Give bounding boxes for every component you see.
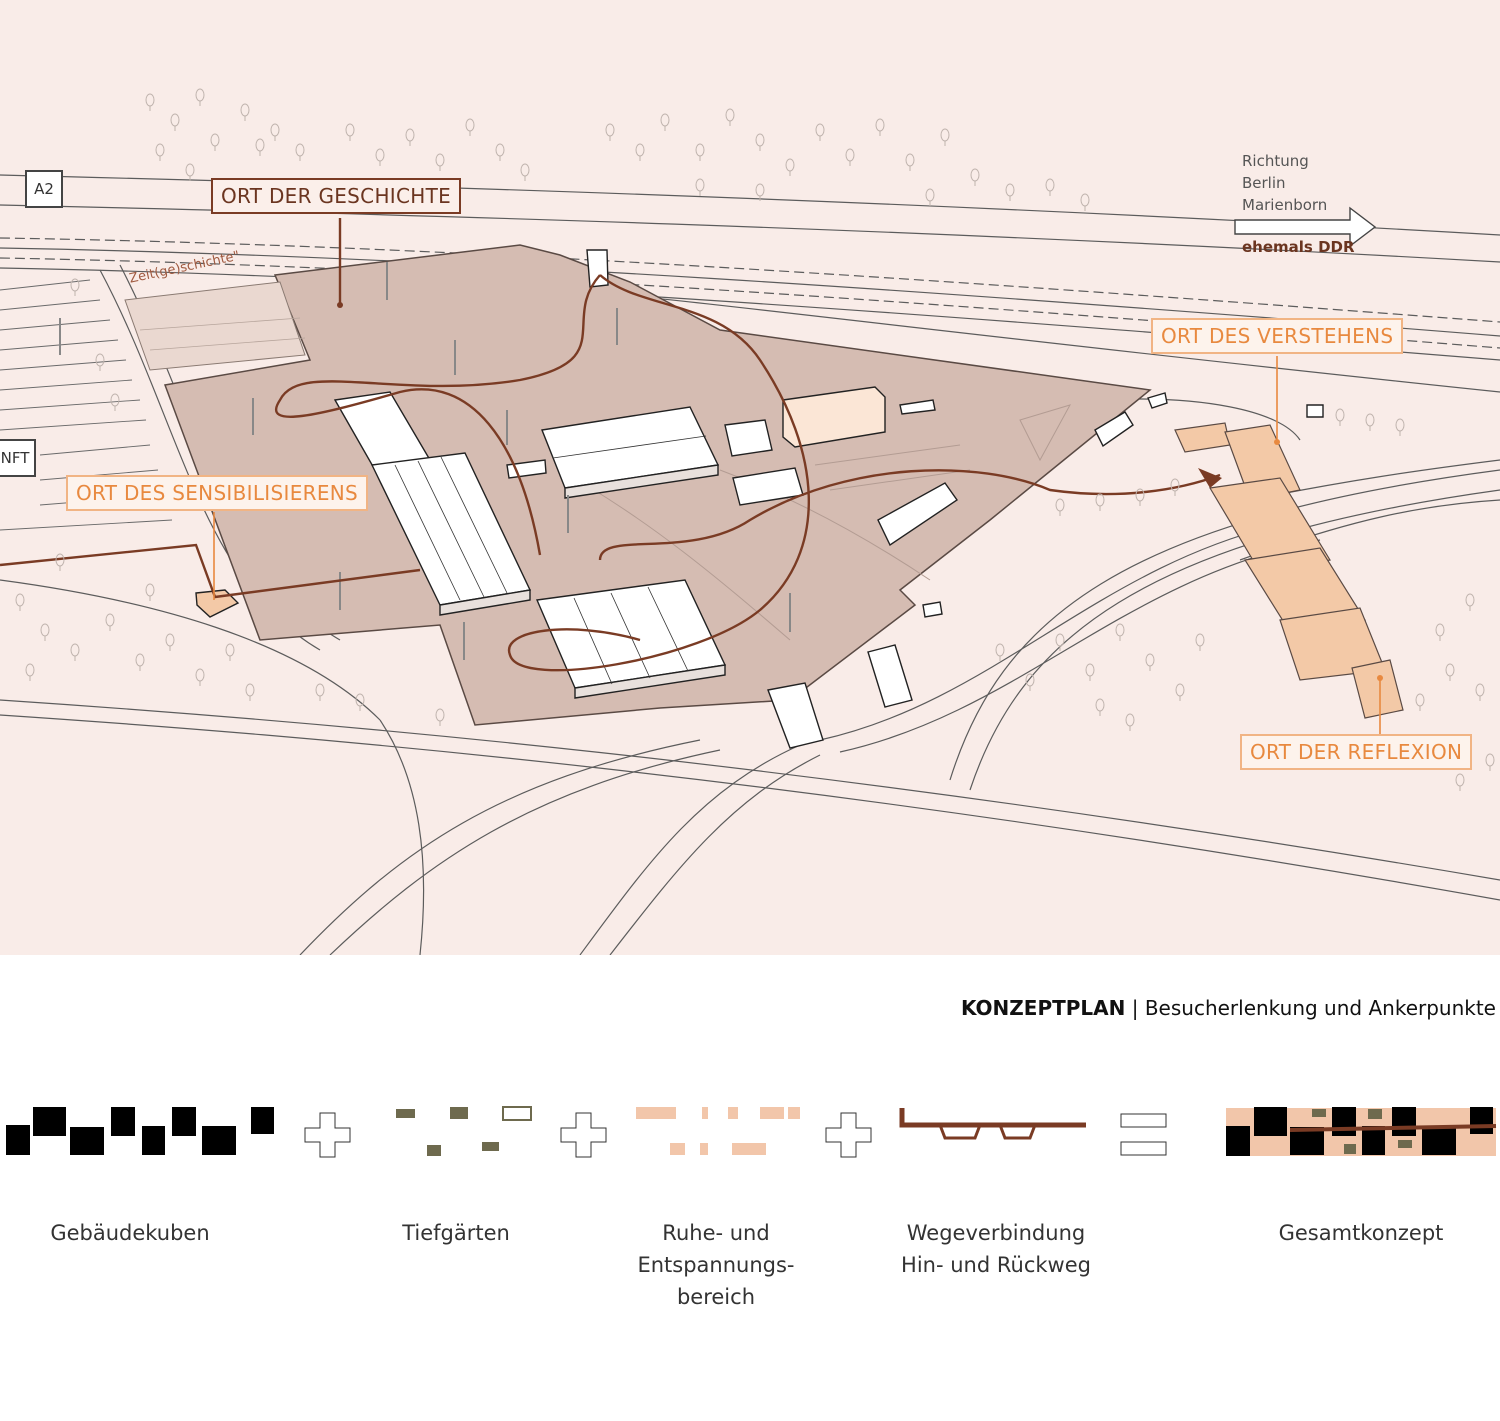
visitor-path (0, 218, 1221, 672)
direction-line-2: Berlin (1242, 174, 1286, 192)
legend-label-tiefgaerten: Tiefgärten (402, 1221, 510, 1245)
legend-buildings-icon (6, 1107, 274, 1155)
legend-wege-line-2: Hin- und Rückweg (901, 1253, 1091, 1277)
direction-arrow (1234, 206, 1377, 248)
direction-line-3: Marienborn (1242, 196, 1328, 214)
caption-rest: | Besucherlenkung und Ankerpunkte (1125, 996, 1496, 1020)
legend-label-wege: Wegeverbindung Hin- und Rückweg (886, 1217, 1106, 1281)
reflexion-buildings (1174, 422, 1404, 719)
equals-icon-top (1120, 1113, 1167, 1128)
plus-icon (304, 1112, 351, 1158)
equals-icon-bottom (1120, 1141, 1167, 1156)
site-plan (0, 0, 1500, 955)
label-ort-des-sensibilisierens: ORT DES SENSIBILISIERENS (66, 475, 369, 511)
a2-sign: A2 (25, 170, 63, 208)
legend-label-gebaeude: Gebäudekuben (50, 1221, 210, 1245)
legend-label-gesamt: Gesamtkonzept (1278, 1221, 1444, 1245)
legend-wege-line-1: Wegeverbindung (906, 1221, 1086, 1245)
legend-path-icon (899, 1108, 1086, 1140)
nft-sign: NFT (0, 439, 36, 477)
ehemals-ddr-label: ehemals DDR (1242, 238, 1355, 256)
legend-ruhe-line-1: Ruhe- und (662, 1221, 770, 1245)
legend-ruhe-line-2: Entspannungs- (637, 1253, 795, 1277)
plan-caption: KONZEPTPLAN | Besucherlenkung und Ankerp… (961, 996, 1496, 1020)
plus-icon (825, 1112, 872, 1158)
label-ort-der-reflexion: ORT DER REFLEXION (1240, 734, 1473, 770)
direction-text: Richtung Berlin Marienborn (1242, 150, 1327, 216)
legend-tiefgarten-icon (396, 1106, 532, 1156)
legend-gesamt-icon (1226, 1107, 1497, 1156)
legend-label-ruhe: Ruhe- und Entspannungs- bereich (616, 1217, 816, 1313)
direction-line-1: Richtung (1242, 152, 1309, 170)
legend-equation (6, 1106, 1497, 1158)
legend-ruhe-icon (636, 1107, 800, 1155)
legend-ruhe-line-3: bereich (676, 1285, 756, 1309)
caption-bold: KONZEPTPLAN (960, 996, 1126, 1020)
label-ort-des-verstehens: ORT DES VERSTEHENS (1151, 318, 1404, 354)
label-ort-der-geschichte: ORT DER GESCHICHTE (211, 178, 462, 214)
plus-icon (560, 1112, 607, 1158)
